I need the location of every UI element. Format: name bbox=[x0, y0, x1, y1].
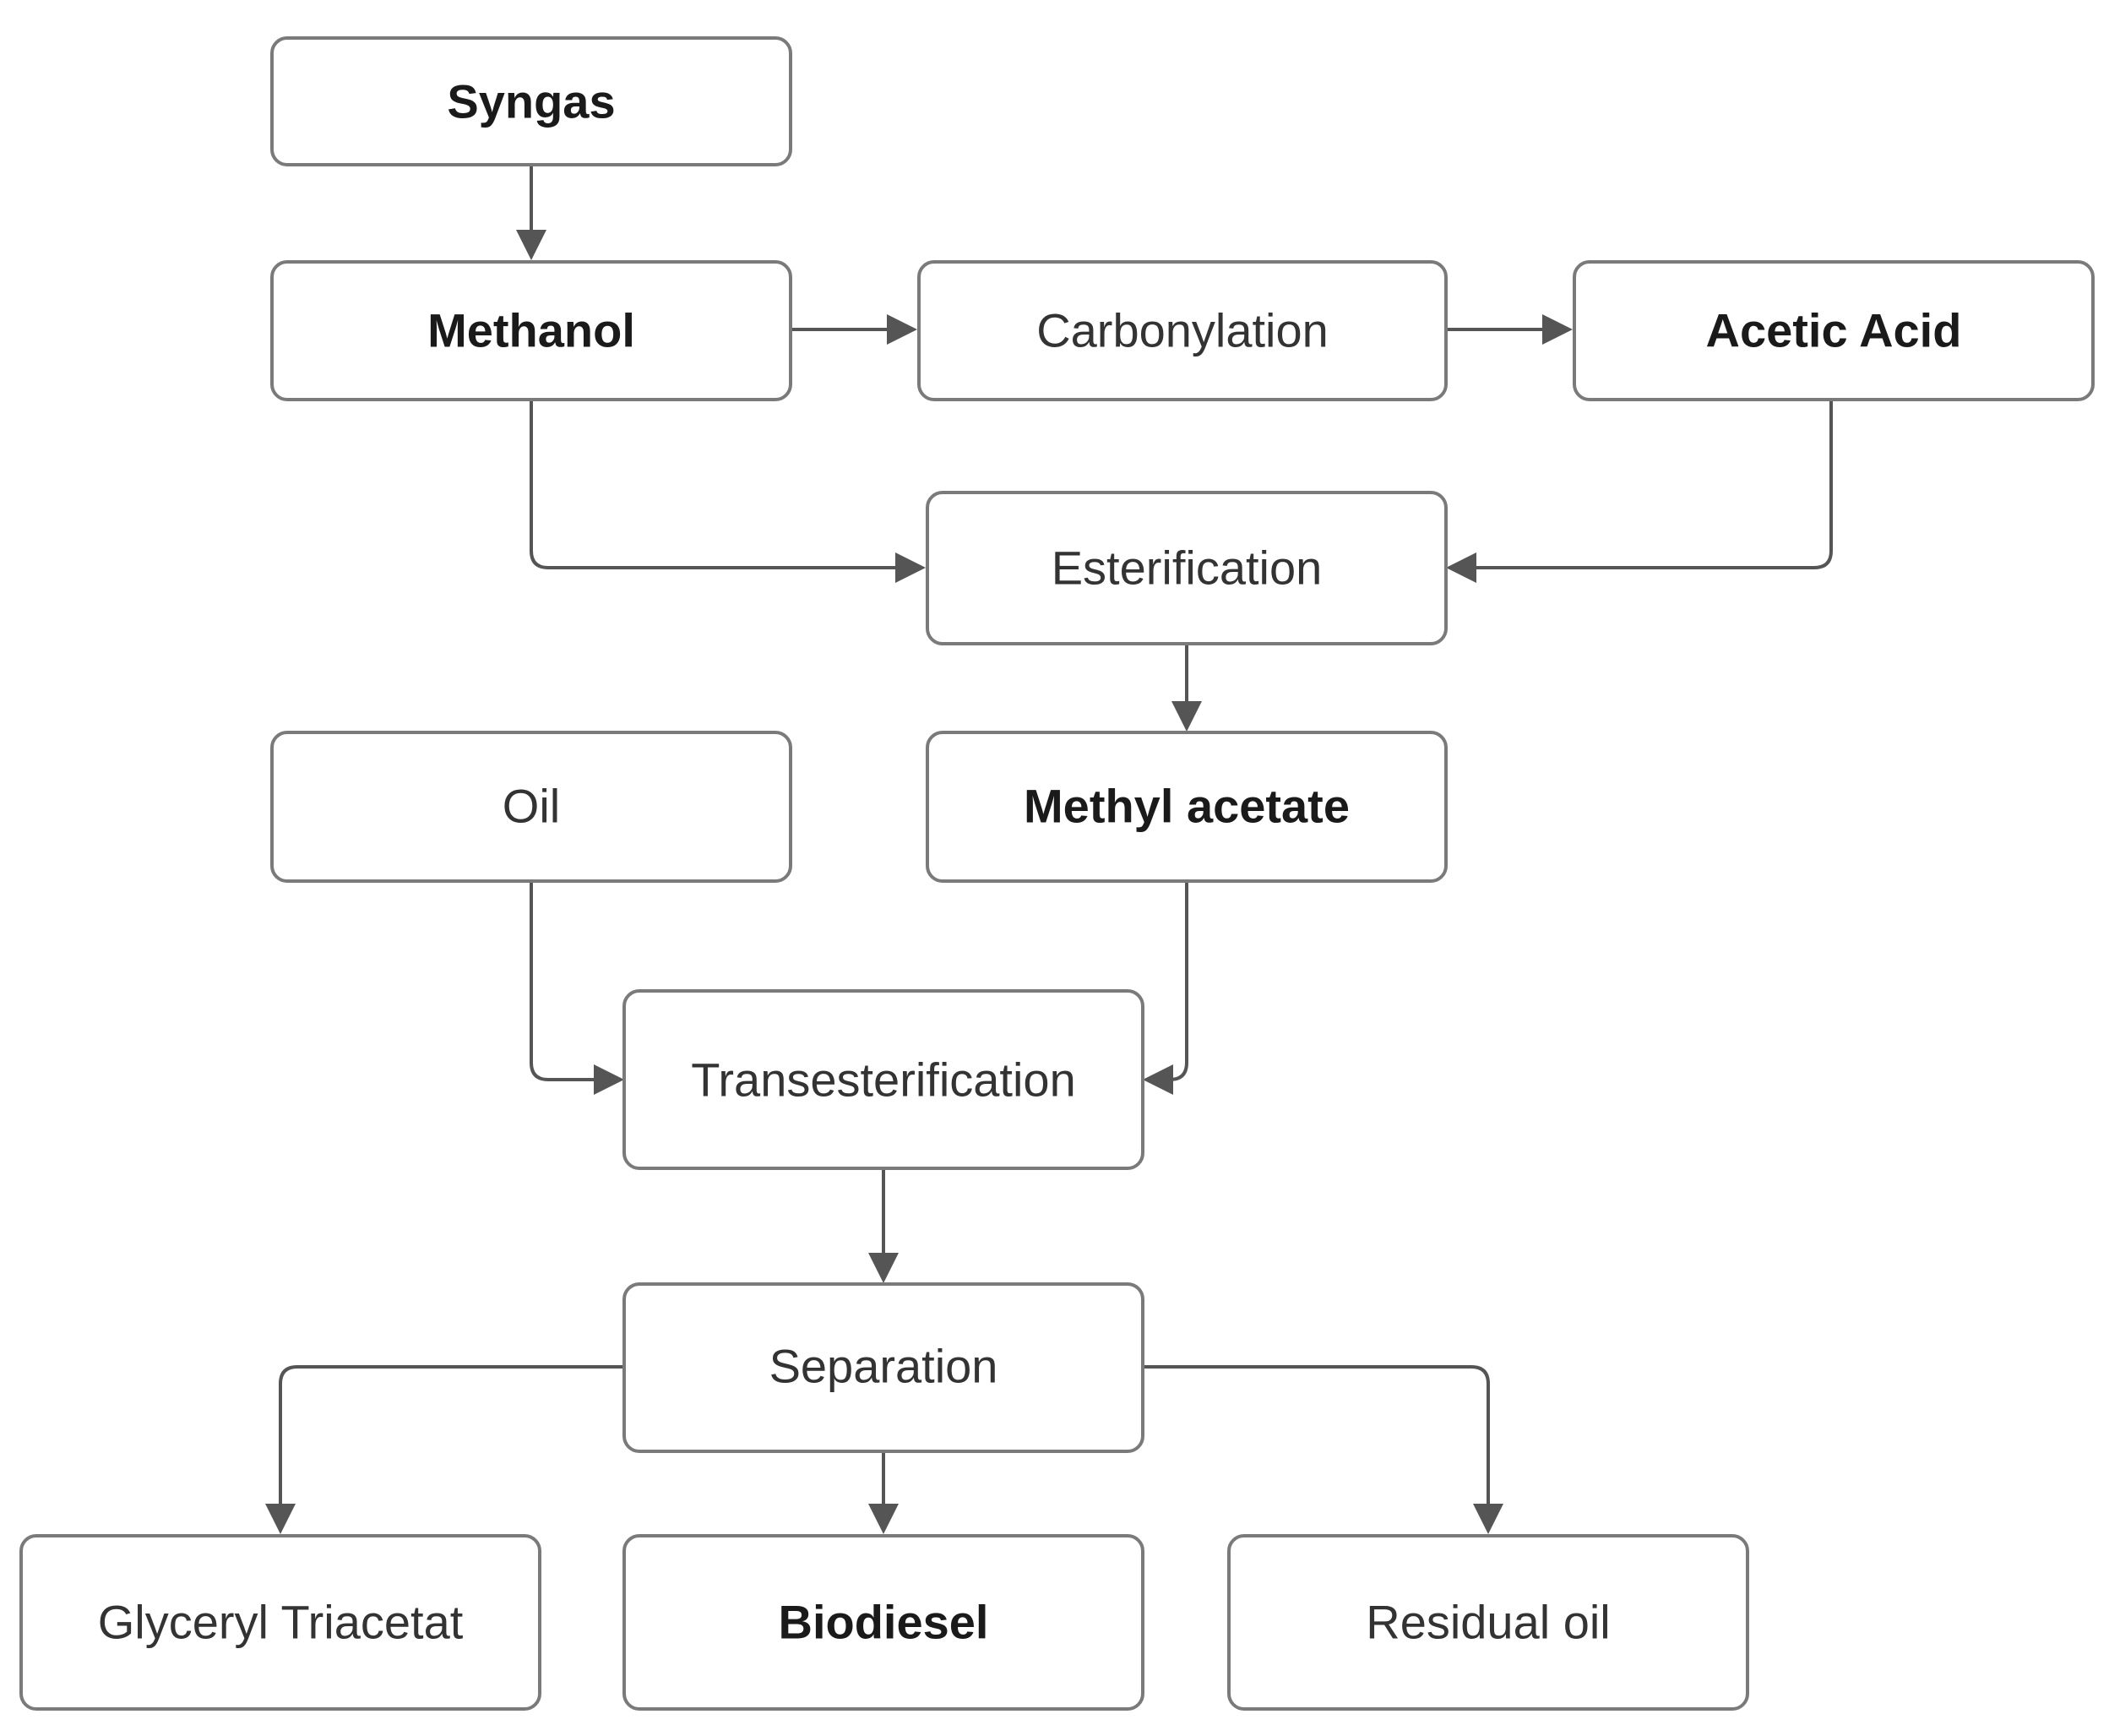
node-separation: Separation bbox=[622, 1282, 1144, 1453]
node-label: Transesterification bbox=[691, 1053, 1075, 1107]
node-glyceryl-triacetat: Glyceryl Triacetat bbox=[19, 1534, 541, 1711]
node-label: Carbonylation bbox=[1036, 304, 1329, 357]
node-label: Methanol bbox=[427, 304, 635, 357]
connectors bbox=[265, 165, 1833, 1534]
node-label: Methyl acetate bbox=[1024, 780, 1350, 833]
node-acetic-acid: Acetic Acid bbox=[1573, 260, 2095, 401]
connector-methyl-acetate-to-transesterification bbox=[1169, 881, 1188, 1081]
node-label: Oil bbox=[503, 780, 560, 833]
node-box bbox=[1227, 1534, 1749, 1711]
node-label: Acetic Acid bbox=[1706, 304, 1962, 357]
arrowhead-carbonylation-left bbox=[887, 314, 917, 345]
node-box bbox=[926, 491, 1448, 645]
arrowhead-esterification-left bbox=[895, 552, 926, 583]
connector-acetic-acid-to-esterification bbox=[1476, 400, 1833, 569]
node-box bbox=[270, 260, 792, 401]
arrowhead-glyceryl-triacetat-top bbox=[265, 1504, 296, 1534]
node-box bbox=[622, 1282, 1144, 1453]
node-box bbox=[19, 1534, 541, 1711]
arrowhead-separation-top bbox=[868, 1253, 899, 1283]
node-label: Esterification bbox=[1052, 541, 1323, 595]
node-esterification: Esterification bbox=[926, 491, 1448, 645]
node-box bbox=[1573, 260, 2095, 401]
arrowhead-residual-oil-top bbox=[1473, 1504, 1503, 1534]
node-box bbox=[917, 260, 1448, 401]
arrowhead-methyl-acetate-top bbox=[1171, 701, 1202, 732]
node-box bbox=[926, 731, 1448, 883]
connector-oil-to-transesterification bbox=[530, 881, 594, 1081]
node-biodiesel: Biodiesel bbox=[622, 1534, 1144, 1711]
node-residual-oil: Residual oil bbox=[1227, 1534, 1749, 1711]
connector-separation-to-residual-oil bbox=[1143, 1365, 1490, 1504]
node-methyl-acetate: Methyl acetate bbox=[926, 731, 1448, 883]
connector-separation-to-glyceryl-triacetat bbox=[279, 1365, 624, 1504]
node-label: Syngas bbox=[447, 75, 615, 128]
node-methanol: Methanol bbox=[270, 260, 792, 401]
node-carbonylation: Carbonylation bbox=[917, 260, 1448, 401]
arrowhead-esterification-right bbox=[1446, 552, 1476, 583]
node-box bbox=[270, 731, 792, 883]
arrowhead-acetic-acid-left bbox=[1542, 314, 1573, 345]
arrowhead-methanol-top bbox=[516, 230, 546, 260]
node-box bbox=[270, 36, 792, 166]
node-label: Separation bbox=[769, 1340, 998, 1393]
node-box bbox=[622, 989, 1144, 1170]
node-syngas: Syngas bbox=[270, 36, 792, 166]
arrowhead-transesterification-right bbox=[1143, 1064, 1173, 1095]
node-oil: Oil bbox=[270, 731, 792, 883]
node-label: Biodiesel bbox=[779, 1596, 989, 1649]
node-label: Glyceryl Triacetat bbox=[98, 1596, 464, 1649]
node-box bbox=[622, 1534, 1144, 1711]
node-transesterification: Transesterification bbox=[622, 989, 1144, 1170]
arrowhead-transesterification-left bbox=[594, 1064, 624, 1095]
connector-methanol-to-esterification bbox=[530, 400, 895, 569]
node-label: Residual oil bbox=[1366, 1596, 1611, 1649]
arrowhead-biodiesel-top bbox=[868, 1504, 899, 1534]
